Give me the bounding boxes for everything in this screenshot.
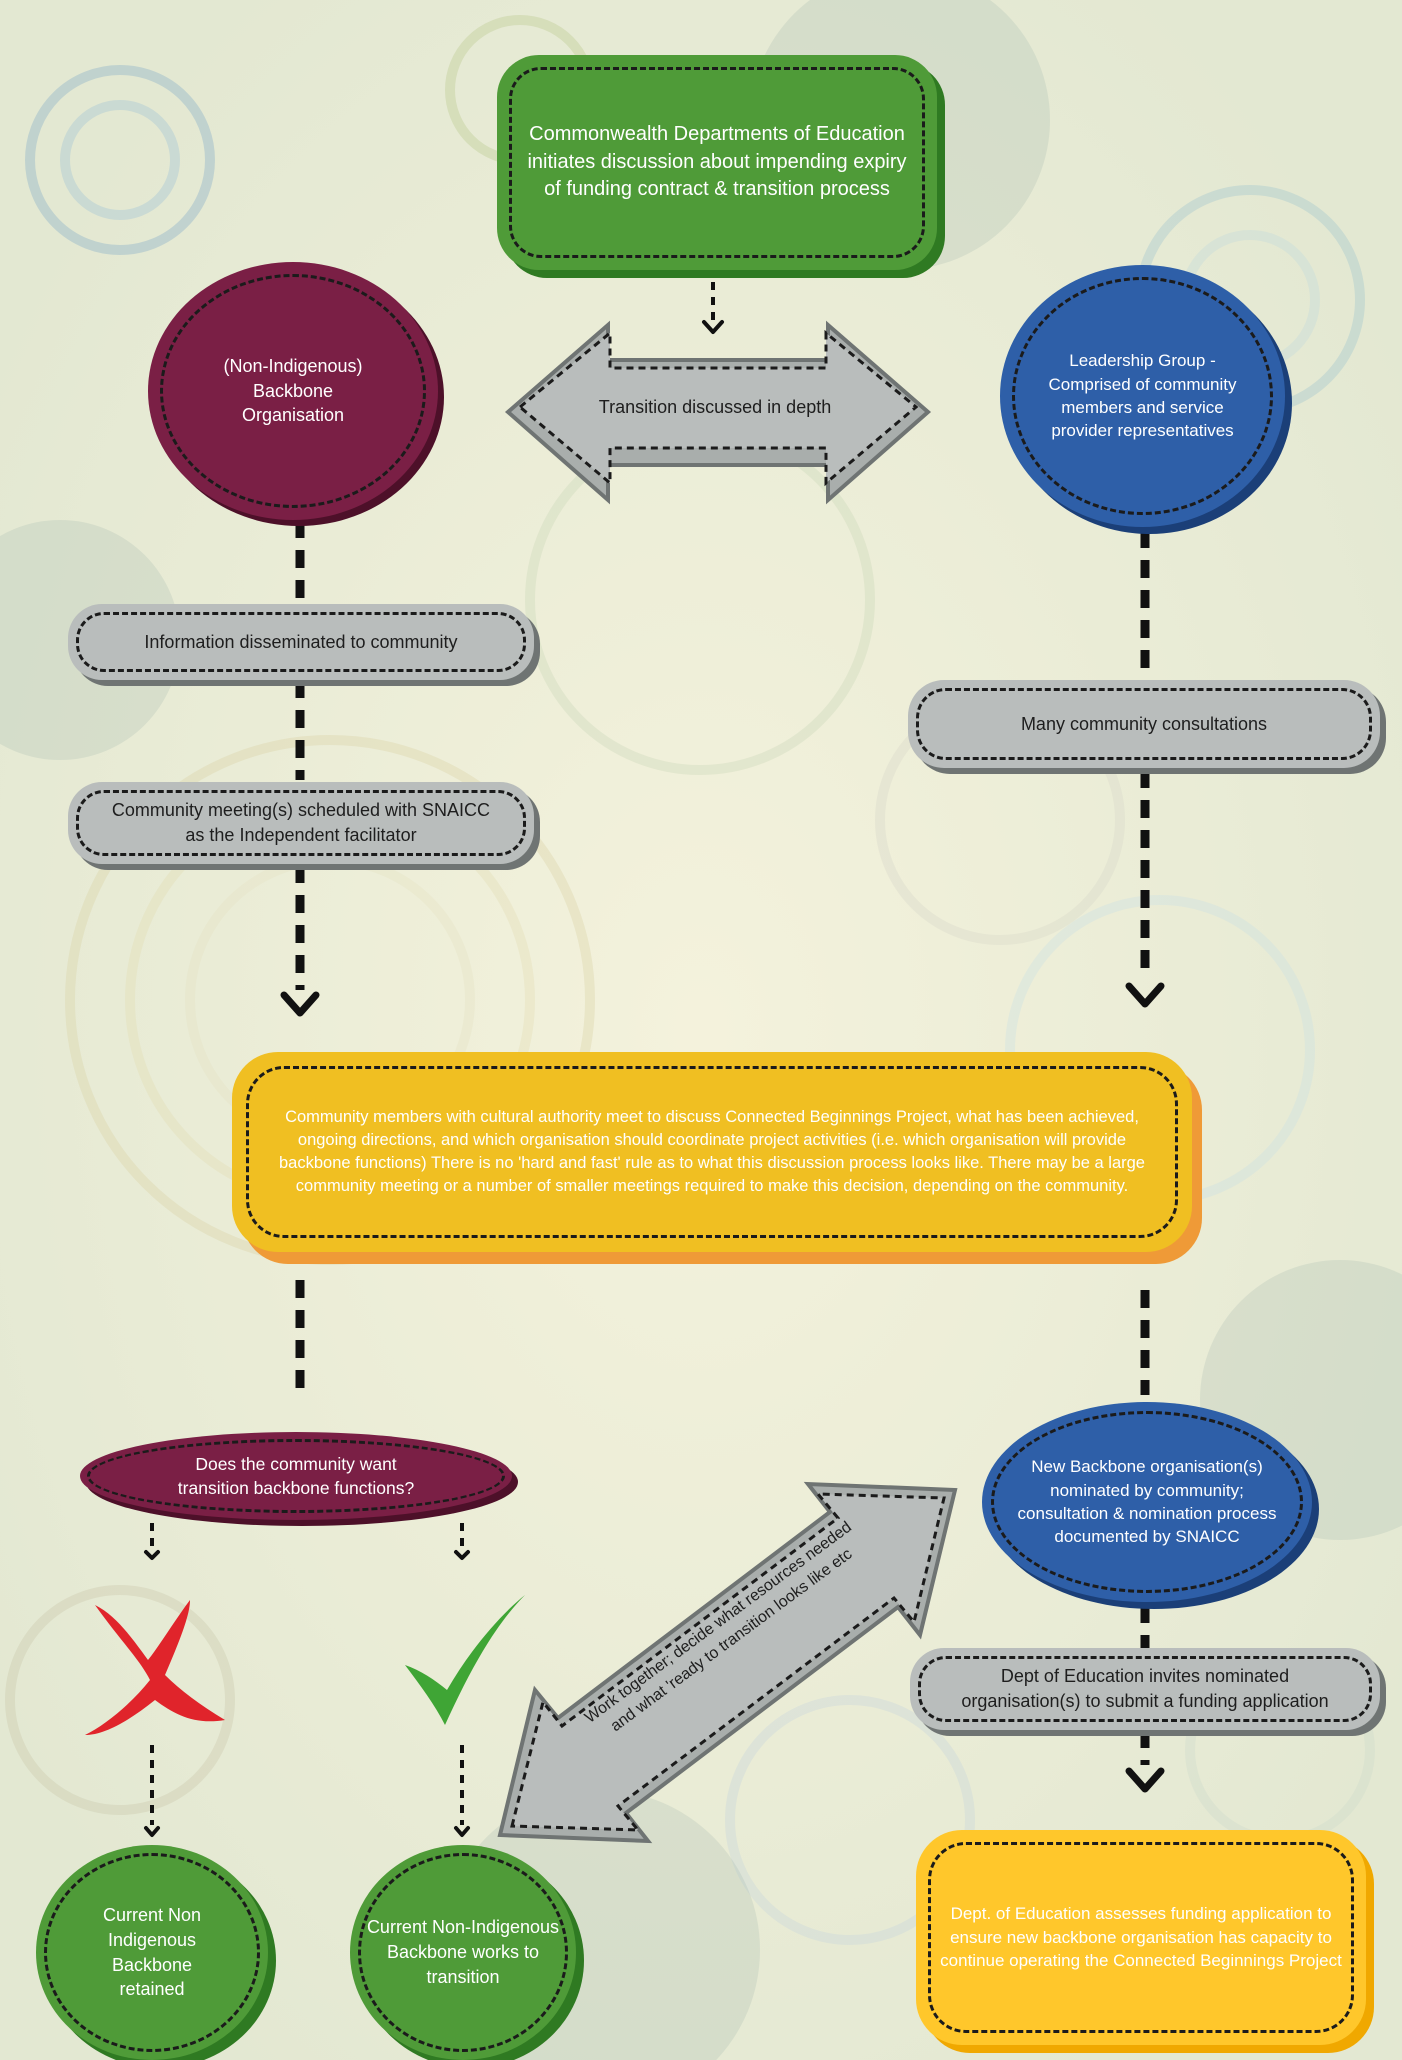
leadership-group-node: Leadership Group - Comprised of communit… <box>1000 265 1285 527</box>
connector-lines <box>295 520 1150 1765</box>
current-transition-text: Current Non-Indigenous Backbone works to… <box>366 1917 560 1987</box>
double-arrow-work-together <box>497 1481 958 1844</box>
dept-assesses-node: Dept. of Education assesses funding appl… <box>916 1830 1366 2045</box>
cross-icon <box>85 1600 225 1735</box>
commonwealth-text: Commonwealth Departments of Education in… <box>527 123 907 201</box>
many-consultations-text: Many community consultations <box>1020 713 1268 734</box>
current-transition-node: Current Non-Indigenous Backbone works to… <box>350 1845 576 2060</box>
dept-invites-node: Dept of Education invites nominated orga… <box>910 1648 1380 1730</box>
dept-invites-text: Dept of Education invites nominated orga… <box>961 1666 1329 1711</box>
new-backbone-text: New Backbone organisation(s) nominated b… <box>1017 1457 1277 1547</box>
community-meetings-text: Community meeting(s) scheduled with SNAI… <box>111 800 491 845</box>
does-community-want-node: Does the community want transition backb… <box>80 1432 512 1520</box>
cultural-authority-text: Community members with cultural authorit… <box>279 1108 1145 1195</box>
commonwealth-node: Commonwealth Departments of Education in… <box>497 55 937 270</box>
does-community-want-text: Does the community want transition backb… <box>177 1453 415 1498</box>
backbone-org-node: (Non-Indigenous) Backbone Organisation <box>148 262 438 520</box>
info-disseminated-text: Information disseminated to community <box>144 631 458 652</box>
current-retained-text: Current Non Indigenous Backbone retained <box>102 1904 202 2000</box>
new-backbone-node: New Backbone organisation(s) nominated b… <box>982 1402 1312 1602</box>
leadership-group-text: Leadership Group - Comprised of communit… <box>1048 351 1237 441</box>
transition-discussed-label: Transition discussed in depth <box>598 397 832 417</box>
double-arrow-transition <box>504 320 932 505</box>
current-retained-node: Current Non Indigenous Backbone retained <box>36 1845 268 2060</box>
community-meetings-node: Community meeting(s) scheduled with SNAI… <box>68 782 534 864</box>
info-disseminated-node: Information disseminated to community <box>68 604 534 680</box>
backbone-org-text: (Non-Indigenous) Backbone Organisation <box>223 355 363 426</box>
check-icon <box>405 1595 525 1725</box>
cultural-authority-node: Community members with cultural authorit… <box>232 1052 1192 1252</box>
dept-assesses-text: Dept. of Education assesses funding appl… <box>940 1904 1342 1971</box>
many-consultations-node: Many community consultations <box>908 680 1380 768</box>
